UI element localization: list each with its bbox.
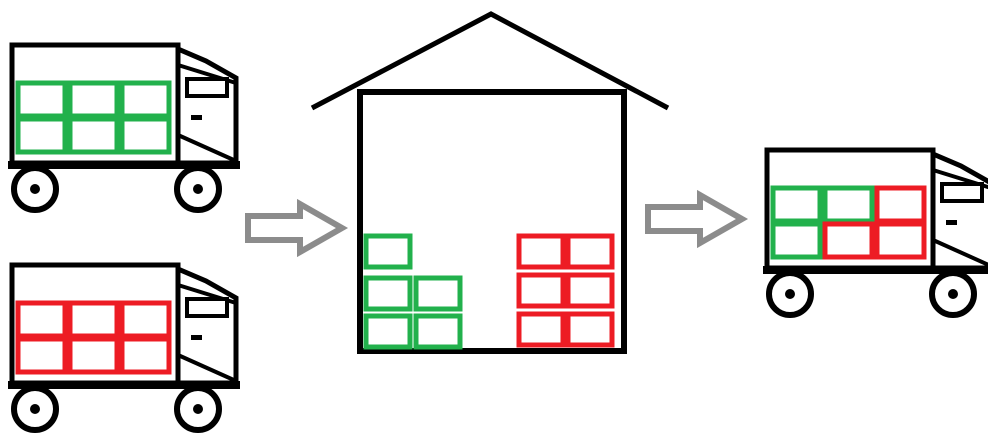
green-crate: [825, 188, 872, 221]
green-crate: [122, 83, 169, 116]
cab-window: [942, 184, 982, 201]
red-crate: [18, 339, 65, 372]
red-crate: [122, 303, 169, 336]
red-crate: [519, 275, 563, 306]
truck-mixed-outbound: [763, 150, 988, 315]
wheel-hub: [193, 404, 203, 414]
red-crate: [122, 339, 169, 372]
green-crate: [416, 278, 460, 309]
cab-window: [187, 299, 227, 316]
green-crate: [366, 278, 410, 309]
truck-green-inbound: [8, 45, 240, 210]
wheel-hub: [30, 184, 40, 194]
wheel-hub: [30, 404, 40, 414]
door-handle: [946, 220, 957, 225]
red-crate: [877, 224, 924, 257]
red-crate: [70, 303, 117, 336]
red-crate: [568, 314, 612, 345]
red-crate: [568, 236, 612, 267]
arrow-right-icon: [648, 195, 742, 243]
green-crate: [366, 316, 410, 347]
red-crate: [519, 314, 563, 345]
flow-arrow-2: [648, 195, 742, 243]
green-crate: [773, 188, 820, 221]
green-crate: [18, 83, 65, 116]
wheel-hub: [948, 289, 958, 299]
arrow-right-icon: [248, 204, 342, 252]
red-crate: [70, 339, 117, 372]
truck-red-inbound: [8, 265, 240, 430]
green-crate: [773, 224, 820, 257]
red-crate: [825, 224, 872, 257]
cab-window: [187, 79, 227, 96]
red-crate: [877, 188, 924, 221]
green-crate: [366, 236, 410, 267]
door-handle: [191, 335, 202, 340]
door-handle: [191, 115, 202, 120]
wheel-hub: [785, 289, 795, 299]
green-crate: [122, 119, 169, 152]
red-crate: [519, 236, 563, 267]
green-crate: [18, 119, 65, 152]
green-crate: [70, 119, 117, 152]
green-crate: [70, 83, 117, 116]
flow-arrow-1: [248, 204, 342, 252]
green-crate: [416, 316, 460, 347]
wheel-hub: [193, 184, 203, 194]
warehouse: [312, 14, 668, 351]
red-crate: [568, 275, 612, 306]
red-crate: [18, 303, 65, 336]
